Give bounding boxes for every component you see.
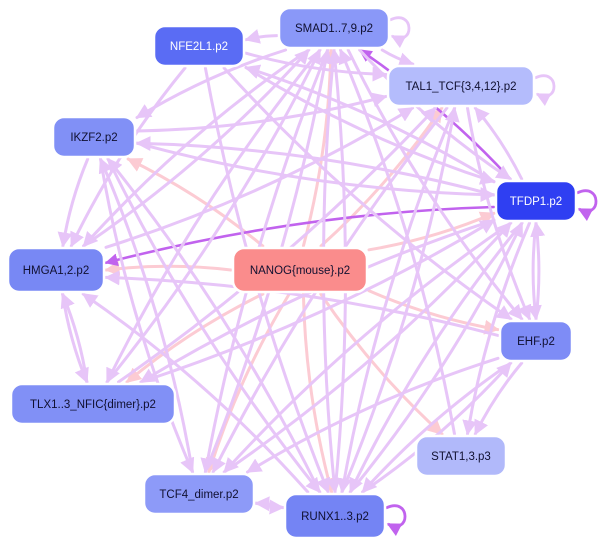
- edge-nanog-to-ehf: [367, 289, 500, 335]
- edge-tcf4-to-ikzf2: [98, 157, 194, 474]
- node-box-ikzf2: [51, 115, 137, 159]
- self-loop-smad: [389, 16, 411, 49]
- edge-tfdp1-to-smad: [358, 48, 512, 181]
- node-nfe2l1[interactable]: NFE2L1.p2: [152, 24, 246, 68]
- edge-nfe2l1-to-tal1: [244, 51, 388, 82]
- self-loop-runx: [385, 504, 407, 537]
- node-label-hmga: HMGA1,2.p2: [23, 265, 89, 277]
- edge-ikzf2-to-tal1: [135, 92, 388, 133]
- edge-tal1-to-runx: [336, 106, 457, 494]
- node-label-tfdp1: TFDP1.p2: [510, 196, 562, 208]
- node-label-smad: SMAD1..7,9.p2: [295, 23, 373, 35]
- node-label-tal1: TAL1_TCF{3,4,12}.p2: [405, 81, 516, 93]
- edge-tfdp1-to-nfe2l1: [244, 64, 496, 184]
- edge-tfdp1-to-runx: [348, 221, 524, 494]
- edge-runx-to-tfdp1: [348, 221, 524, 494]
- node-tcf4[interactable]: TCF4_dimer.p2: [142, 472, 256, 516]
- edge-smad-to-tal1: [380, 48, 415, 67]
- self-loop-tfdp1: [576, 189, 598, 222]
- node-box-smad: [277, 6, 391, 50]
- edge-tfdp1-to-tal1: [473, 106, 524, 181]
- node-smad[interactable]: SMAD1..7,9.p2: [277, 6, 391, 50]
- edge-smad-to-ehf: [346, 48, 524, 321]
- edge-tfdp1-to-stat: [462, 221, 531, 436]
- node-box-hmga: [6, 246, 106, 294]
- node-runx[interactable]: RUNX1..3.p2: [283, 492, 387, 540]
- edge-nanog-to-tfdp1: [367, 211, 496, 252]
- edge-nanog-to-tal1: [319, 106, 444, 248]
- node-box-runx: [283, 492, 387, 540]
- edge-smad-to-tlx: [105, 48, 322, 384]
- node-label-tlx: TLX1..3_NFIC{dimer}.p2: [30, 399, 156, 411]
- node-box-nanog: [231, 246, 369, 294]
- edge-hmga-to-smad: [82, 48, 311, 248]
- edge-runx-to-tcf4: [254, 496, 285, 512]
- self-loop-tal1: [534, 74, 556, 107]
- edge-ikzf2-to-hmga: [57, 157, 90, 248]
- edge-ehf-to-runx: [361, 361, 513, 494]
- node-label-stat: STAT1,3.p3: [431, 451, 491, 463]
- edge-nanog-to-ikzf2: [126, 157, 265, 248]
- node-tlx[interactable]: TLX1..3_NFIC{dimer}.p2: [9, 382, 177, 426]
- node-hmga[interactable]: HMGA1,2.p2: [6, 246, 106, 294]
- edge-nfe2l1-to-ehf: [222, 66, 513, 321]
- edge-tcf4-to-tfdp1: [222, 221, 513, 474]
- edge-nanog-to-stat: [319, 292, 444, 436]
- node-label-runx: RUNX1..3.p2: [301, 511, 369, 523]
- edge-nanog-to-tcf4: [205, 292, 291, 474]
- edge-ehf-to-stat: [473, 361, 524, 436]
- edge-ikzf2-to-tfdp1: [135, 141, 496, 203]
- edge-stat-to-smad: [338, 48, 456, 436]
- node-tal1[interactable]: TAL1_TCF{3,4,12}.p2: [386, 64, 536, 108]
- edge-tlx-to-hmga: [60, 292, 89, 384]
- self-loop-layer: [385, 16, 598, 537]
- edge-ehf-to-tfdp1: [530, 221, 546, 321]
- edge-tfdp1-to-tlx: [139, 218, 496, 384]
- edge-runx-to-hmga: [81, 292, 310, 494]
- edge-ehf-to-hmga: [104, 270, 500, 337]
- node-label-tcf4: TCF4_dimer.p2: [159, 489, 238, 501]
- node-stat[interactable]: STAT1,3.p3: [414, 434, 508, 478]
- node-box-nfe2l1: [152, 24, 246, 68]
- node-box-tlx: [9, 382, 177, 426]
- edge-ikzf2-to-tcf4: [99, 157, 195, 474]
- node-box-tal1: [386, 64, 536, 108]
- node-tfdp1[interactable]: TFDP1.p2: [494, 179, 578, 223]
- edge-runx-to-tal1: [340, 106, 460, 494]
- edge-smad-to-nfe2l1: [244, 29, 279, 44]
- edge-ehf-to-tcf4: [246, 356, 500, 474]
- node-layer: SMAD1..7,9.p2NFE2L1.p2TAL1_TCF{3,4,12}.p…: [6, 6, 578, 540]
- node-label-nanog: NANOG{mouse}.p2: [250, 265, 350, 277]
- edge-runx-to-ehf: [361, 361, 513, 494]
- edge-tfdp1-to-ehf: [526, 221, 542, 321]
- node-box-stat: [414, 434, 508, 478]
- node-ikzf2[interactable]: IKZF2.p2: [51, 115, 137, 159]
- edge-tlx-to-tfdp1: [139, 218, 496, 384]
- node-box-tfdp1: [494, 179, 578, 223]
- node-label-nfe2l1: NFE2L1.p2: [170, 41, 228, 53]
- node-ehf[interactable]: EHF.p2: [498, 319, 574, 363]
- node-label-ikzf2: IKZF2.p2: [70, 132, 117, 144]
- node-nanog[interactable]: NANOG{mouse}.p2: [231, 246, 369, 294]
- node-box-tcf4: [142, 472, 256, 516]
- node-box-ehf: [498, 319, 574, 363]
- edge-hmga-to-tal1: [104, 106, 415, 249]
- edge-tal1-to-ehf: [466, 106, 532, 321]
- node-label-ehf: EHF.p2: [517, 336, 555, 348]
- edge-tlx-to-smad: [105, 48, 322, 384]
